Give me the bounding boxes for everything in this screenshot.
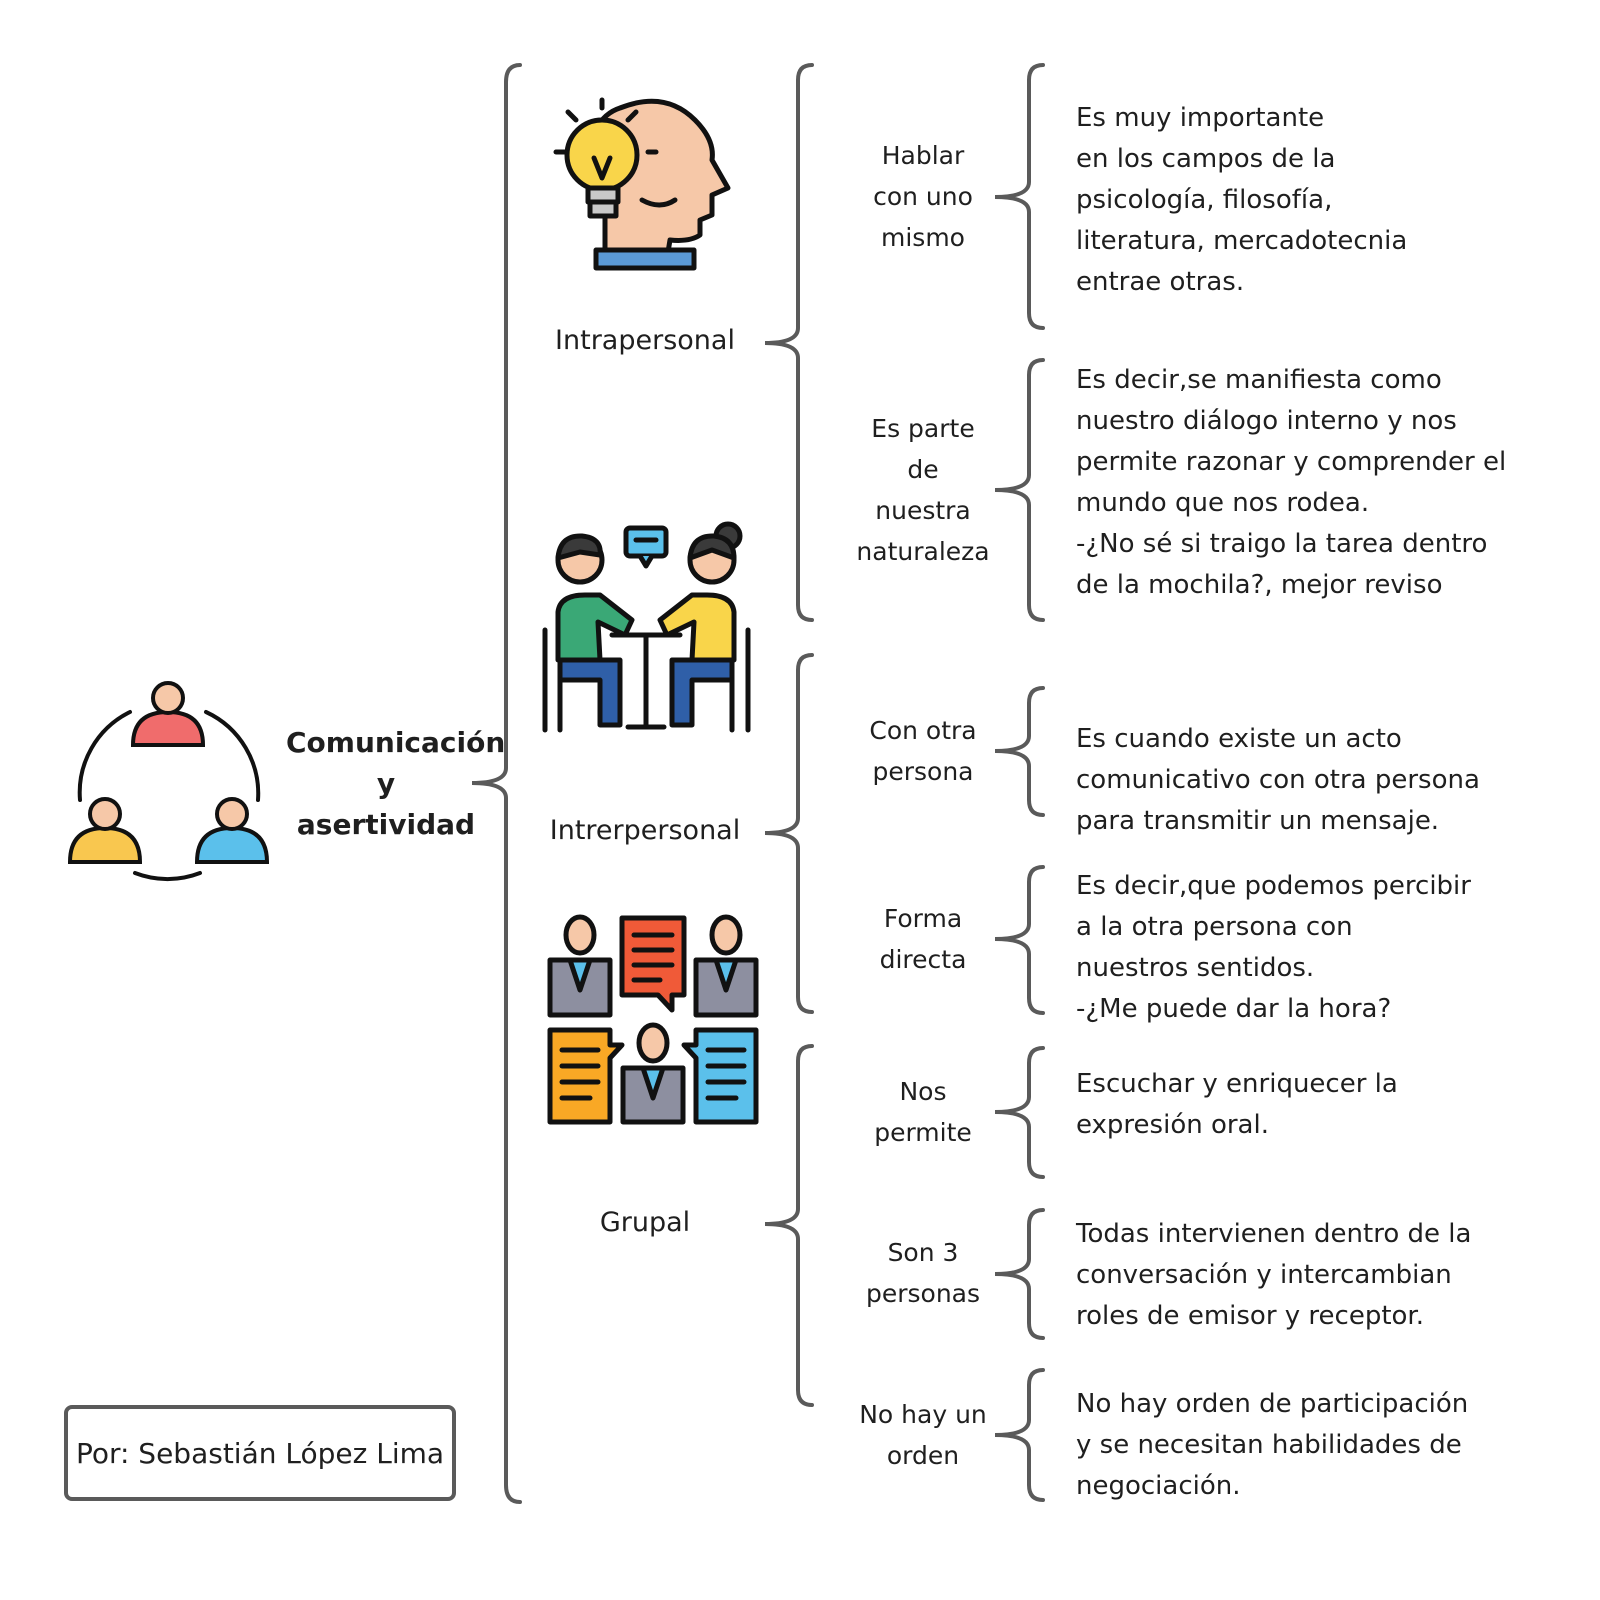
main-brace bbox=[471, 63, 522, 1504]
topic-description-2: Es decir,se manifiesta como nuestro diál… bbox=[1076, 365, 1507, 600]
topic-brace-1 bbox=[994, 63, 1045, 330]
two-people-at-table-conversation-icon bbox=[542, 521, 751, 733]
topic-brace-7 bbox=[994, 1368, 1045, 1502]
topic-brace-2 bbox=[994, 358, 1045, 622]
category-label-interpersonal: Intrerpersonal bbox=[549, 815, 741, 846]
thinking-head-lightbulb-icon bbox=[553, 97, 731, 271]
topic-brace-4 bbox=[994, 865, 1045, 1015]
author-box: Por: Sebastián López Lima bbox=[64, 1405, 456, 1501]
category-brace-intrapersonal bbox=[764, 63, 814, 622]
topic-label-2: Es parte de nuestra naturaleza bbox=[856, 414, 990, 566]
topic-brace-3 bbox=[994, 686, 1045, 817]
topic-label-6: Son 3 personas bbox=[865, 1238, 981, 1308]
topic-label-3: Con otra persona bbox=[869, 716, 977, 786]
author-credit: Por: Sebastián López Lima bbox=[75, 1436, 445, 1470]
group-meeting-chat-icon bbox=[547, 914, 759, 1125]
topic-label-4: Forma directa bbox=[879, 904, 967, 974]
category-brace-grupal bbox=[764, 1044, 814, 1407]
topic-description-6: Todas intervienen dentro de la conversac… bbox=[1076, 1219, 1472, 1331]
category-label-grupal: Grupal bbox=[599, 1207, 691, 1238]
topic-description-5: Escuchar y enriquecer la expresión oral. bbox=[1076, 1069, 1398, 1140]
diagram-title: Comunicación y asertividad bbox=[286, 726, 506, 841]
community-icon bbox=[67, 681, 270, 881]
topic-description-7: No hay orden de participación y se neces… bbox=[1076, 1389, 1469, 1501]
topic-label-5: Nos permite bbox=[874, 1077, 972, 1147]
topic-description-4: Es decir,que podemos percibir a la otra … bbox=[1076, 871, 1471, 1024]
topic-description-1: Es muy importante en los campos de la ps… bbox=[1076, 103, 1408, 297]
topic-label-7: No hay un orden bbox=[859, 1400, 987, 1470]
category-brace-interpersonal bbox=[764, 653, 814, 1014]
category-label-intrapersonal: Intrapersonal bbox=[555, 325, 735, 356]
topic-brace-5 bbox=[994, 1046, 1045, 1179]
topic-brace-6 bbox=[994, 1208, 1045, 1340]
topic-description-3: Es cuando existe un acto comunicativo co… bbox=[1076, 724, 1480, 836]
topic-label-1: Hablar con uno mismo bbox=[873, 141, 973, 252]
